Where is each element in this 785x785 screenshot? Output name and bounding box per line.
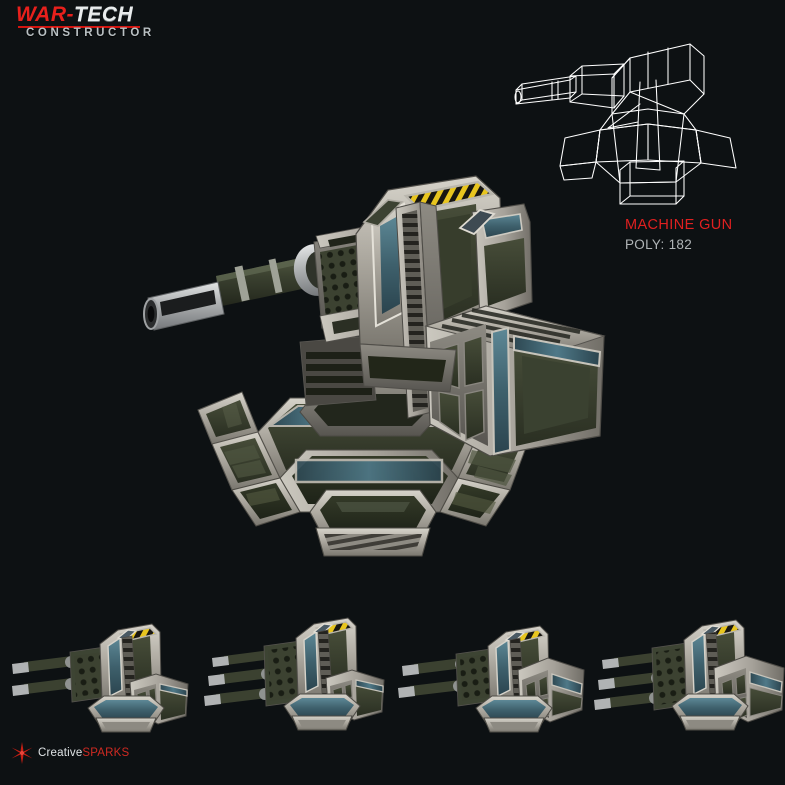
turret-louver-block [299, 335, 377, 407]
thumbnail-variant-1[interactable] [0, 612, 196, 737]
wireframe-muzzle-cap [551, 80, 559, 101]
watermark-text: CreativeSPARKS [38, 747, 129, 759]
wireframe-gun-mantlet [569, 63, 625, 109]
logo-subtitle: CONSTRUCTOR [26, 27, 155, 39]
ammo-magazine-box [424, 305, 606, 457]
turret-wireframe-preview [508, 18, 780, 210]
logo-underline-rule [18, 26, 140, 28]
turret-right-housing [458, 203, 533, 321]
logo-dash-text: - [66, 3, 74, 26]
thumbnail-variant-2[interactable] [196, 612, 392, 737]
gun-muzzle-brake [143, 281, 225, 331]
watermark-sparks-text: SPARKS [82, 747, 130, 759]
base-front-hatch [309, 489, 437, 557]
wireframe-support-column [607, 79, 661, 171]
creativesparks-watermark: CreativeSPARKS [10, 742, 129, 764]
wartech-constructor-logo: WAR-TECH CONSTRUCTOR [8, 4, 158, 44]
poly-count-label: POLY: 182 [625, 237, 692, 252]
turret-main-render [120, 160, 620, 560]
logo-tech-text: TECH [74, 3, 134, 26]
wireframe-gun-barrel [514, 75, 577, 105]
watermark-creative-text: Creative [38, 747, 83, 759]
model-name-label: MACHINE GUN [625, 217, 733, 233]
wireframe-turret-housing [611, 43, 705, 115]
logo-war-text: WAR [16, 3, 67, 26]
thumb1-barrels [12, 656, 77, 696]
thumbnail-variant-4[interactable] [588, 612, 785, 737]
base-lower-wedges [231, 477, 511, 527]
logo-wordmark: WAR-TECH [16, 4, 133, 26]
thumb2-barrels [204, 650, 274, 706]
wireframe-base-body [595, 108, 702, 184]
variant-thumbnail-strip [0, 612, 785, 737]
wireframe-front-hatch [619, 160, 685, 205]
spark-star-icon [11, 742, 33, 764]
turret-lower-skirt [359, 343, 457, 393]
model-info-block: MACHINE GUN POLY: 182 [625, 216, 785, 254]
thumbnail-variant-3[interactable] [392, 612, 588, 737]
gun-barrel-assembly [216, 256, 316, 306]
